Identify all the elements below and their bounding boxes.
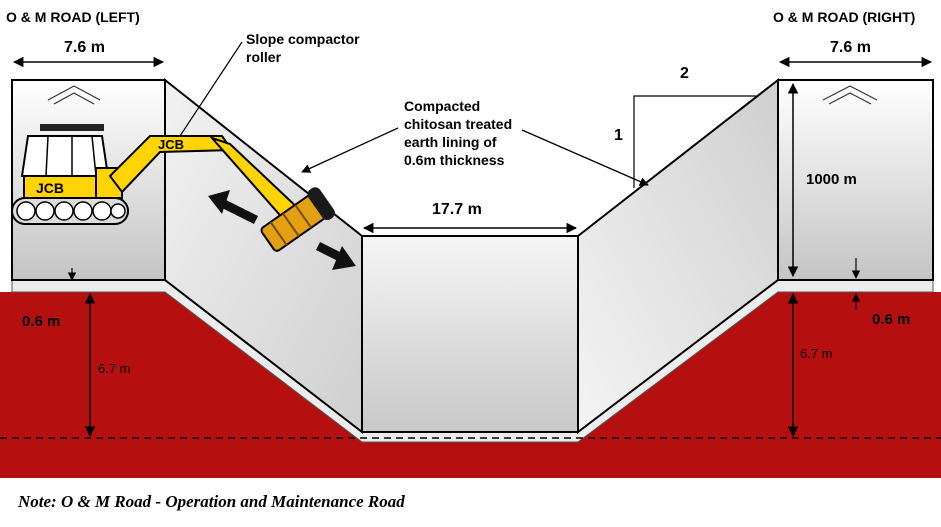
road-left-width-label: 7.6 m (64, 39, 105, 56)
compactor-leader (179, 41, 243, 137)
canal-bottom-block (361, 235, 579, 433)
lining-label-line3: earth lining of (404, 134, 497, 150)
slope-vertical-label: 1 (614, 127, 623, 144)
compactor-label-line1: Slope compactor (246, 31, 360, 47)
height-label: 1000 m (806, 171, 857, 188)
lining-left-label: 0.6 m (22, 313, 60, 330)
road-right-title: O & M ROAD (RIGHT) (773, 9, 915, 25)
lining-label-line4: 0.6m thickness (404, 152, 505, 168)
depth-left-label: 6.7 m (98, 361, 131, 376)
jcb-arm-brand: JCB (158, 137, 184, 152)
lining-label-line2: chitosan treated (404, 116, 512, 132)
road-right-width-label: 7.6 m (830, 39, 871, 56)
lining-leader-right (521, 129, 649, 186)
jcb-cab-brand: JCB (36, 180, 64, 196)
bottom-width-label: 17.7 m (432, 201, 482, 218)
depth-right-label: 6.7 m (800, 346, 833, 361)
slope-ratio-triangle (633, 95, 756, 188)
movement-arrow-up (208, 190, 259, 225)
lining-label-line1: Compacted (404, 98, 480, 114)
footnote: Note: O & M Road - Operation and Mainten… (18, 492, 405, 511)
jcb-excavator (11, 124, 335, 252)
slope-horizontal-label: 2 (680, 65, 689, 82)
road-left-title: O & M ROAD (LEFT) (6, 9, 140, 25)
lining-leader-left (301, 127, 399, 173)
compactor-label-line2: roller (246, 49, 282, 65)
soil-layer (0, 292, 941, 478)
movement-arrow-down (315, 241, 356, 270)
lining-right-label: 0.6 m (872, 311, 910, 328)
